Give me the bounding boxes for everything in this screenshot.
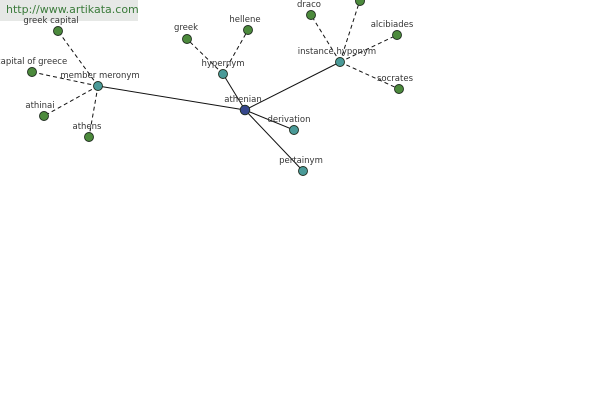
label-hypernym: hypernym bbox=[201, 59, 244, 69]
label-alcibiades: alcibiades bbox=[371, 20, 414, 30]
edge-instance-offscreen bbox=[339, 0, 361, 63]
node-pertainym[interactable] bbox=[298, 166, 308, 176]
edge-hypernym-hellene bbox=[222, 29, 249, 75]
leaf-nodes bbox=[27, 0, 404, 142]
label-athinai: athinai bbox=[25, 101, 54, 111]
node-alcibiades[interactable] bbox=[392, 30, 402, 40]
node-instance-hyponym[interactable] bbox=[335, 57, 345, 67]
leaf-edges bbox=[31, 0, 400, 138]
node-offscreen-leaf[interactable] bbox=[355, 0, 365, 6]
node-greek[interactable] bbox=[182, 34, 192, 44]
edge-center-derivation bbox=[244, 109, 295, 131]
edge-meronym-greek-capital bbox=[57, 30, 99, 87]
edge-center-instance-hyponym bbox=[244, 61, 341, 111]
label-athens: athens bbox=[73, 122, 103, 132]
label-derivation: derivation bbox=[267, 115, 310, 125]
node-member-meronym[interactable] bbox=[93, 81, 103, 91]
node-capital-of-greece[interactable] bbox=[27, 67, 37, 77]
node-hellene[interactable] bbox=[243, 25, 253, 35]
edge-hypernym-greek bbox=[186, 38, 224, 75]
edge-center-pertainym bbox=[244, 109, 304, 172]
label-center: athenian bbox=[224, 95, 262, 105]
label-draco: draco bbox=[297, 0, 321, 10]
node-draco[interactable] bbox=[306, 10, 316, 20]
edge-instance-draco bbox=[310, 14, 341, 63]
edge-instance-alcibiades bbox=[339, 34, 398, 63]
node-center[interactable] bbox=[239, 104, 251, 116]
edge-meronym-capital-of-greece bbox=[31, 71, 99, 87]
node-athens[interactable] bbox=[84, 132, 94, 142]
edge-instance-socrates bbox=[339, 61, 400, 90]
site-url-link[interactable]: http://www.artikata.com bbox=[6, 3, 139, 16]
site-banner: http://www.artikata.com bbox=[0, 0, 139, 21]
node-hypernym[interactable] bbox=[218, 69, 228, 79]
label-socrates: socrates bbox=[377, 74, 414, 84]
label-instance-hyponym: instance hyponym bbox=[298, 47, 376, 57]
node-greek-capital[interactable] bbox=[53, 26, 63, 36]
relation-nodes bbox=[93, 57, 345, 176]
edge-center-member-meronym bbox=[97, 85, 246, 111]
edge-meronym-athens bbox=[88, 85, 99, 138]
edge-center-hypernym bbox=[222, 73, 246, 111]
label-greek: greek bbox=[174, 23, 198, 33]
relation-edges bbox=[97, 61, 341, 172]
label-pertainym: pertainym bbox=[279, 156, 323, 166]
node-athinai[interactable] bbox=[39, 111, 49, 121]
label-hellene: hellene bbox=[229, 15, 260, 25]
label-member-meronym: member meronym bbox=[60, 71, 139, 81]
label-capital-of-greece: capital of greece bbox=[0, 57, 67, 67]
node-derivation[interactable] bbox=[289, 125, 299, 135]
node-socrates[interactable] bbox=[394, 84, 404, 94]
edge-meronym-athinai bbox=[43, 85, 99, 117]
label-greek-capital: greek capital bbox=[23, 16, 78, 26]
node-labels: athenian hypernym instance hyponym membe… bbox=[0, 0, 414, 166]
